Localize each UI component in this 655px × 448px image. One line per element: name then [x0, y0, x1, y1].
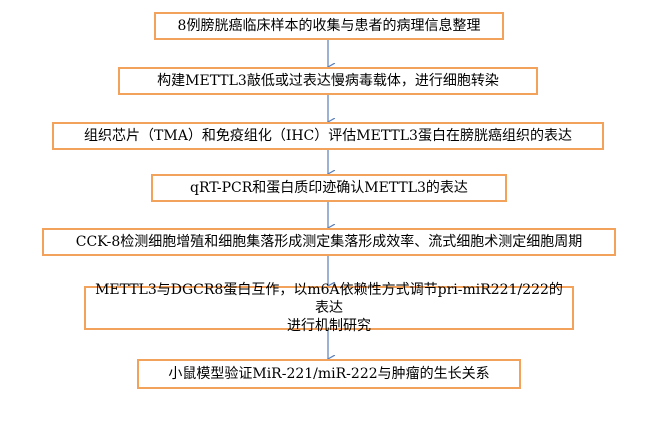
flow-step-6: METTL3与DGCR8蛋白互作，以m6A依赖性方式调节pri-miR221/2…: [84, 282, 574, 334]
flow-step-5-text: CCK-8检测细胞增殖和细胞集落形成测定集落形成效率、流式细胞术测定细胞周期: [75, 234, 583, 250]
flow-step-7-text: 小鼠模型验证MiR-221/miR-222与肿瘤的生长关系: [168, 366, 490, 382]
flow-step-4-text: qRT-PCR和蛋白质印迹确认METTL3的表达: [190, 180, 468, 196]
flow-step-1: 8例膀胱癌临床样本的收集与患者的病理信息整理: [154, 12, 504, 40]
flow-step-5: CCK-8检测细胞增殖和细胞集落形成测定集落形成效率、流式细胞术测定细胞周期: [42, 228, 616, 256]
flow-step-4: qRT-PCR和蛋白质印迹确认METTL3的表达: [151, 174, 507, 202]
flow-step-3: 组织芯片（TMA）和免疫组化（IHC）评估METTL3蛋白在膀胱癌组织的表达: [52, 122, 604, 150]
flow-step-6-line-2: 进行机制研究: [287, 318, 371, 334]
flow-step-2: 构建METTL3敲低或过表达慢病毒载体，进行细胞转染: [118, 67, 538, 95]
flow-step-6-line-1: METTL3与DGCR8蛋白互作，以m6A依赖性方式调节pri-miR221/2…: [95, 282, 563, 316]
flow-step-3-text: 组织芯片（TMA）和免疫组化（IHC）评估METTL3蛋白在膀胱癌组织的表达: [84, 128, 572, 144]
flow-step-1-text: 8例膀胱癌临床样本的收集与患者的病理信息整理: [177, 18, 481, 34]
flow-step-2-text: 构建METTL3敲低或过表达慢病毒载体，进行细胞转染: [157, 73, 499, 89]
flow-step-7: 小鼠模型验证MiR-221/miR-222与肿瘤的生长关系: [137, 359, 521, 389]
